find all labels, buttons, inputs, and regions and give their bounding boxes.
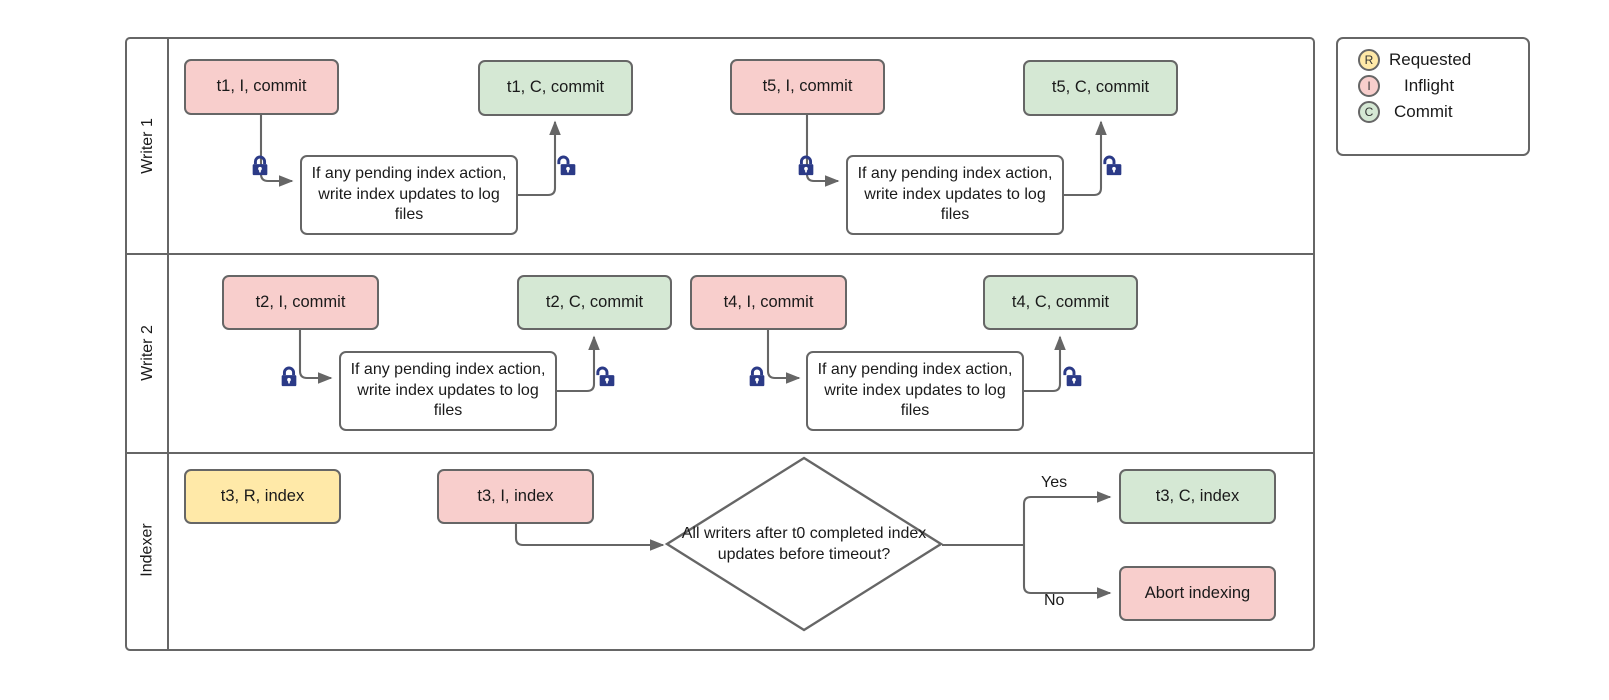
node-t4-process[interactable]: If any pending index action, write index… xyxy=(806,351,1024,431)
node-t4-inflight[interactable]: t4, I, commit xyxy=(690,275,847,330)
decision-diamond-label: All writers after t0 completed index upd… xyxy=(681,524,927,563)
lane-label-writer-2-text: Writer 2 xyxy=(139,324,156,381)
lane-label-writer-1: Writer 1 xyxy=(127,39,169,253)
node-t5-process[interactable]: If any pending index action, write index… xyxy=(846,155,1064,235)
node-t1-process[interactable]: If any pending index action, write index… xyxy=(300,155,518,235)
lock-closed-icon xyxy=(249,155,271,177)
lane-label-writer-2: Writer 2 xyxy=(127,253,169,452)
lock-open-icon xyxy=(1063,366,1085,388)
node-t3-requested[interactable]: t3, R, index xyxy=(184,469,341,524)
node-t5-inflight[interactable]: t5, I, commit xyxy=(730,59,885,115)
lane-label-indexer-text: Indexer xyxy=(139,523,156,577)
lane-divider-1 xyxy=(127,253,1313,255)
node-t1-inflight[interactable]: t1, I, commit xyxy=(184,59,339,115)
legend-label-inflight: Inflight xyxy=(1404,76,1455,95)
node-t5-commit[interactable]: t5, C, commit xyxy=(1023,60,1178,116)
lane-divider-2 xyxy=(127,452,1313,454)
edge-label-yes: Yes xyxy=(1041,474,1068,491)
node-t2-process[interactable]: If any pending index action, write index… xyxy=(339,351,557,431)
lock-closed-icon xyxy=(795,155,817,177)
legend-label-requested: Requested xyxy=(1389,50,1472,69)
legend-item-requested: R Requested xyxy=(1338,47,1528,73)
lock-closed-icon xyxy=(278,366,300,388)
lock-open-icon xyxy=(557,155,579,177)
node-t4-commit[interactable]: t4, C, commit xyxy=(983,275,1138,330)
edge-label-no: No xyxy=(1044,592,1065,609)
lock-open-icon xyxy=(596,366,618,388)
legend-badge-commit-icon: C xyxy=(1358,101,1380,123)
node-t1-commit[interactable]: t1, C, commit xyxy=(478,60,633,116)
node-abort-indexing[interactable]: Abort indexing xyxy=(1119,566,1276,621)
legend-badge-requested-icon: R xyxy=(1358,49,1380,71)
legend-box: R Requested I Inflight C Commit xyxy=(1336,37,1530,156)
lock-closed-icon xyxy=(746,366,768,388)
node-t2-commit[interactable]: t2, C, commit xyxy=(517,275,672,330)
lock-open-icon xyxy=(1103,155,1125,177)
lane-label-indexer: Indexer xyxy=(127,452,169,648)
lane-label-column xyxy=(127,39,169,649)
legend-label-commit: Commit xyxy=(1394,102,1453,121)
node-t2-inflight[interactable]: t2, I, commit xyxy=(222,275,379,330)
lane-label-writer-1-text: Writer 1 xyxy=(139,118,156,174)
decision-diamond[interactable]: All writers after t0 completed index upd… xyxy=(664,456,944,632)
node-t3-inflight[interactable]: t3, I, index xyxy=(437,469,594,524)
legend-item-commit: C Commit xyxy=(1338,99,1528,125)
legend-item-inflight: I Inflight xyxy=(1338,73,1528,99)
node-t3-commit[interactable]: t3, C, index xyxy=(1119,469,1276,524)
legend-badge-inflight-icon: I xyxy=(1358,75,1380,97)
